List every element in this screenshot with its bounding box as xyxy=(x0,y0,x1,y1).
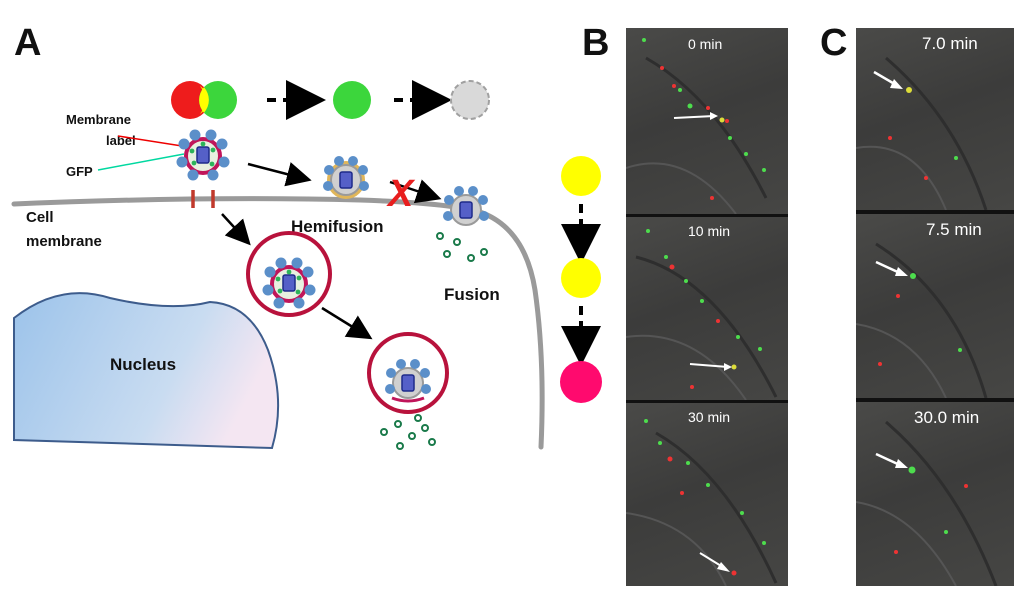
fusion-label: Fusion xyxy=(444,285,500,304)
panel-b-micrographs: 0 min 10 min 30 min xyxy=(626,28,788,586)
gfp-dot xyxy=(421,424,429,432)
arrow xyxy=(247,162,312,187)
arrow xyxy=(221,213,251,246)
gfp-dot xyxy=(394,420,402,428)
virus-particle xyxy=(174,127,232,183)
cell-membrane-label-line2: membrane xyxy=(26,233,102,250)
arrow xyxy=(389,179,442,204)
time-label: 7.5 min xyxy=(926,220,982,239)
time-label: 7.0 min xyxy=(922,34,978,53)
panel-c-micrographs: 7.0 min 7.5 min 30.0 min xyxy=(856,28,1014,586)
cell-membrane-label-line1: Cell xyxy=(26,209,54,226)
fused-membrane xyxy=(391,396,425,403)
micrograph-frame: 7.0 min xyxy=(856,28,1014,210)
micrograph-frame: 30.0 min xyxy=(856,402,1014,586)
yellow-dot xyxy=(561,156,601,196)
gfp-dot xyxy=(453,238,461,246)
gfp-pointer xyxy=(97,153,185,171)
gfp-dot xyxy=(428,438,436,446)
panel-label-c: C xyxy=(820,22,848,64)
blocked-x: X xyxy=(386,173,416,215)
time-label: 0 min xyxy=(688,36,723,52)
gfp-label: GFP xyxy=(66,164,93,179)
green-dot xyxy=(333,81,371,119)
hemifusion-label: Hemifusion xyxy=(291,217,384,236)
micrograph-frame: 10 min xyxy=(626,217,788,400)
red-dot xyxy=(171,81,209,119)
gfp-dot xyxy=(408,432,416,440)
gfp-dot xyxy=(380,428,388,436)
panel-label-a: A xyxy=(14,22,42,64)
gfp-dot xyxy=(414,414,422,422)
micrograph-frame: 30 min xyxy=(626,403,788,586)
grey-dot xyxy=(450,80,490,120)
nucleus-shape xyxy=(13,292,280,450)
membrane-label-line2: label xyxy=(106,133,136,148)
time-label: 30 min xyxy=(688,409,731,425)
yellow-lens xyxy=(200,86,208,114)
magenta-dot xyxy=(560,361,602,403)
membrane-pointer xyxy=(117,135,183,147)
gfp-dot xyxy=(443,250,451,258)
time-label: 30.0 min xyxy=(914,408,980,427)
gfp-dot xyxy=(396,442,404,450)
yellow-dot xyxy=(561,258,601,298)
fusion-diagram: Nucleus Cell membrane Membrane label GFP… xyxy=(11,80,602,450)
membrane-label-line1: Membrane xyxy=(66,112,131,127)
arrow-pointer xyxy=(689,363,729,368)
gfp-dot xyxy=(480,248,488,256)
micrograph-frame: 7.5 min xyxy=(856,214,1014,398)
gfp-dot xyxy=(436,232,444,240)
micrograph-frame: 0 min xyxy=(626,28,788,214)
time-label: 10 min xyxy=(688,223,731,239)
panel-label-b: B xyxy=(582,22,610,64)
arrow xyxy=(321,306,373,340)
arrow-pointer xyxy=(673,115,715,119)
nucleus-label: Nucleus xyxy=(110,355,176,374)
green-dot-overlap xyxy=(199,81,237,119)
gfp-dot xyxy=(467,254,475,262)
